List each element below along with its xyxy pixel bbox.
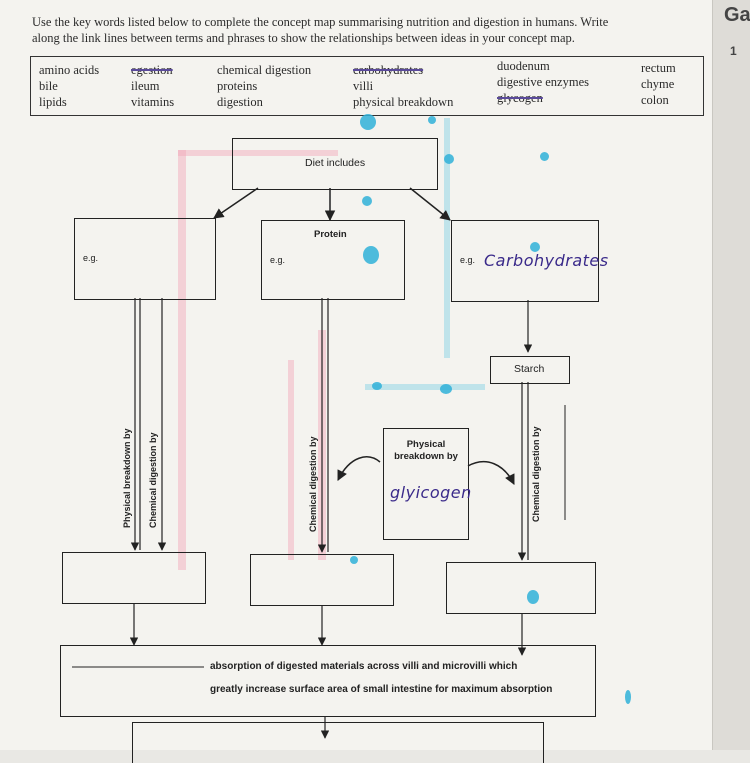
highlighter-dot (625, 690, 631, 704)
keyword: duodenum (497, 59, 550, 73)
chemical-digestion-by-label-right: Chemical digestion by (531, 426, 541, 522)
chemical-digestion-by-label-middle: Chemical digestion by (308, 436, 318, 532)
physical-breakdown-box: Physical breakdown by glyicogen (383, 428, 472, 540)
pink-highlight-trace (288, 360, 294, 560)
keyword-crossed-out: glycogen (497, 91, 543, 105)
teal-highlight-trace (365, 384, 485, 390)
carbohydrates-box: e.g. Carbohydrates (451, 220, 608, 302)
physical-breakdown-label: Physical breakdown by (394, 439, 458, 462)
keyword: chemical digestion (217, 63, 312, 77)
digested-product-box-right (446, 562, 596, 614)
highlighter-dot (360, 114, 376, 130)
keyword: digestive enzymes (497, 75, 589, 89)
instructions-line-2: along the link lines between terms and p… (32, 31, 575, 45)
keyword: bile (39, 79, 58, 93)
adjacent-page-number: 1 (730, 44, 737, 58)
diet-includes-label: Diet includes (305, 157, 366, 169)
eg-label: e.g. (83, 253, 99, 263)
chemical-digestion-by-label-left: Chemical digestion by (148, 432, 158, 528)
keyword: villi (353, 79, 374, 93)
final-box-cut-off (132, 722, 544, 763)
keyword: physical breakdown (353, 95, 454, 109)
protein-box: Protein e.g. (261, 220, 405, 300)
absorption-box (60, 645, 596, 717)
highlighter-dot (540, 152, 549, 161)
keyword: digestion (217, 95, 263, 109)
keyword: vitamins (131, 95, 175, 109)
keyword: ileum (131, 79, 160, 93)
highlighter-dot (372, 382, 382, 390)
highlighter-dot (363, 246, 379, 264)
keyword: lipids (39, 95, 67, 109)
worksheet-page: Use the key words listed below to comple… (0, 0, 712, 763)
carbohydrates-handwritten-answer: Carbohydrates (484, 251, 609, 270)
physical-breakdown-by-label: Physical breakdown by (122, 428, 132, 528)
keyword: colon (641, 93, 669, 107)
keyword: chyme (641, 77, 675, 91)
keyword-box: amino acids bile lipids egestion ileum v… (30, 56, 704, 116)
teal-highlight-trace (444, 118, 450, 358)
absorption-text-line-1: absorption of digested materials across … (210, 661, 518, 672)
starch-label: Starch (514, 363, 545, 375)
protein-label: Protein (314, 229, 347, 240)
glycogen-handwritten-answer: glyicogen (390, 483, 472, 502)
highlighter-dot (527, 590, 539, 604)
highlighter-dot (444, 154, 454, 164)
keyword-crossed-out: carbohydrates (353, 63, 424, 77)
digested-product-box-middle (250, 554, 394, 606)
pink-highlight-trace (178, 150, 338, 156)
eg-label: e.g. (270, 255, 286, 265)
instructions-line-1: Use the key words listed below to comple… (32, 15, 609, 29)
food-group-box-left: e.g. (74, 218, 216, 300)
keyword: amino acids (39, 63, 100, 77)
highlighter-dot (362, 196, 372, 206)
digested-product-box-left (62, 552, 206, 604)
keyword: rectum (641, 61, 676, 75)
highlighter-dot (428, 116, 436, 124)
eg-label: e.g. (460, 255, 476, 265)
keyword-crossed-out: egestion (131, 63, 173, 77)
pink-highlight-trace (178, 150, 186, 570)
highlighter-dot (350, 556, 358, 564)
highlighter-dot (440, 384, 452, 394)
adjacent-page-heading: Ga (724, 4, 750, 26)
diet-includes-box: Diet includes (232, 138, 438, 190)
starch-box: Starch (490, 356, 570, 384)
highlighter-dot (530, 242, 540, 252)
adjacent-page-strip (712, 0, 750, 750)
instructions: Use the key words listed below to comple… (32, 14, 702, 46)
concept-map-connectors (72, 187, 566, 739)
keyword: proteins (217, 79, 258, 93)
absorption-text-line-2: greatly increase surface area of small i… (210, 684, 553, 695)
